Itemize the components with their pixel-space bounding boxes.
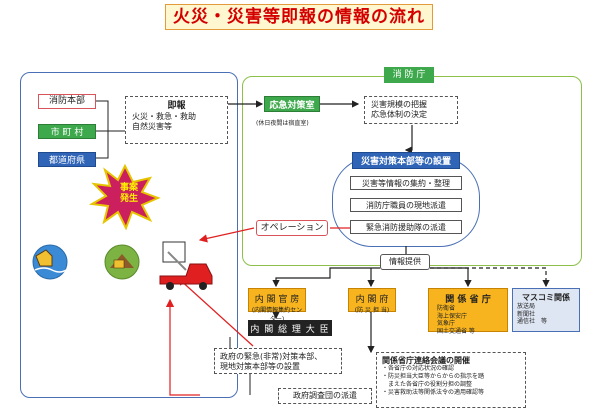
- assessment-box: 災害規模の把握 応急体制の決定: [364, 96, 458, 124]
- ministries-box: 関 係 省 庁 防衛省 海上保安庁 気象庁 国土交通省 等: [428, 288, 508, 335]
- liaison-meeting-item: ・防災担当大臣等からからの指示を踏: [382, 373, 485, 380]
- fdma-label: 消 防 庁: [384, 67, 434, 83]
- media-box: マスコミ関係 放送局 新聞社 通信社 等: [512, 288, 580, 332]
- hq-arrow: [404, 125, 413, 154]
- branch-media: [430, 267, 550, 288]
- cabinet-secretariat-sub: (内閣情報集約センター): [251, 307, 303, 323]
- building-icon: [162, 241, 186, 263]
- media-item: 通信社 等: [517, 318, 548, 325]
- hq-setup-box: 災害対策本部等の設置: [352, 152, 460, 169]
- night-duty-note: (休日夜間は宿直室): [256, 120, 309, 127]
- cabinet-office-title: 内 閣 府: [355, 295, 389, 305]
- operation-arrow-left: [198, 227, 255, 243]
- liaison-meeting-item: まえた各省庁の役割分担の調整: [382, 381, 473, 388]
- govt-hq-arrow: [177, 277, 254, 347]
- media-item: 放送局: [517, 303, 536, 310]
- pm-office-box: 内 閣 総 理 大 臣: [248, 320, 332, 336]
- cabinet-secretariat-box: 内 閣 官 房 (内閣情報集約センター): [248, 288, 306, 323]
- fire-dept-box: 消防本部: [38, 94, 96, 109]
- disaster-label: 事案 発生: [110, 183, 148, 205]
- disaster-burst-shape: [88, 163, 161, 231]
- disaster-label-line-2: 発生: [119, 194, 138, 204]
- assessment-line-1: 災害規模の把握: [371, 100, 427, 109]
- ministries-title: 関 係 省 庁: [445, 295, 491, 305]
- report-line-1: 火災・救急・救助: [132, 112, 196, 122]
- ministries-item: 気象庁: [437, 320, 456, 327]
- branch-ministries: [430, 267, 472, 288]
- municipality-box: 市 町 村: [38, 124, 96, 139]
- survey-arrow: [165, 298, 200, 396]
- cabinet-office-sub: (防 災 担 当): [354, 307, 390, 314]
- ministries-item: 防衛省: [437, 305, 456, 312]
- ministries-item: 海上保安庁: [437, 312, 468, 320]
- cabinet-secretariat-title: 内 閣 官 房: [254, 295, 300, 305]
- disaster-label-line-1: 事案: [119, 183, 138, 193]
- task-rescue-dispatch: 緊急消防援助隊の派遣: [350, 220, 462, 234]
- emergency-room-box: 応急対策室: [264, 96, 320, 112]
- info-provide-box: 情報提供: [380, 254, 430, 270]
- report-title: 即報: [167, 101, 186, 111]
- operation-box: オペレーション: [256, 220, 328, 236]
- govt-hq-line-1: 政府の緊急(非常)対策本部、: [220, 352, 323, 361]
- govt-hq-line-2: 現地対策本部等の設置: [220, 362, 300, 371]
- fire-truck-icon: [159, 263, 213, 285]
- report-content-box: 即報 火災・救急・救助 自然災害等: [125, 96, 228, 144]
- survey-team-box: 政府調査団の派遣: [278, 388, 372, 404]
- local-bracket: [96, 100, 109, 159]
- govt-hq-box: 政府の緊急(非常)対策本部、 現地対策本部等の設置: [214, 348, 342, 374]
- media-item: 新聞社: [517, 310, 536, 318]
- ministries-item: 国土交通省 等: [437, 327, 475, 335]
- media-title: マスコミ関係: [522, 293, 570, 302]
- branch-cabinet-secretariat: [272, 267, 380, 288]
- liaison-meeting-item: ・災害救助法等関係法令の適用確認等: [382, 389, 485, 396]
- task-staff-dispatch: 消防庁職員の現地派遣: [350, 198, 462, 212]
- report-line-2: 自然災害等: [132, 122, 172, 132]
- liaison-meeting-title: 関係省庁連絡会議の開催: [382, 356, 470, 365]
- task-info-collection: 災害等情報の集約・整理: [350, 176, 462, 190]
- assessment-line-2: 応急体制の決定: [371, 110, 427, 119]
- cabinet-office-box: 内 閣 府 (防 災 担 当): [348, 288, 396, 314]
- liaison-meeting-item: ・各省庁の対応状況の確認: [382, 365, 455, 372]
- prefecture-box: 都道府県: [38, 152, 96, 167]
- liaison-meeting-box: 関係省庁連絡会議の開催 ・各省庁の対応状況の確認 ・防災担当大臣等からからの指示…: [376, 352, 526, 408]
- page-title: 火災・災害等即報の情報の流れ: [165, 4, 433, 30]
